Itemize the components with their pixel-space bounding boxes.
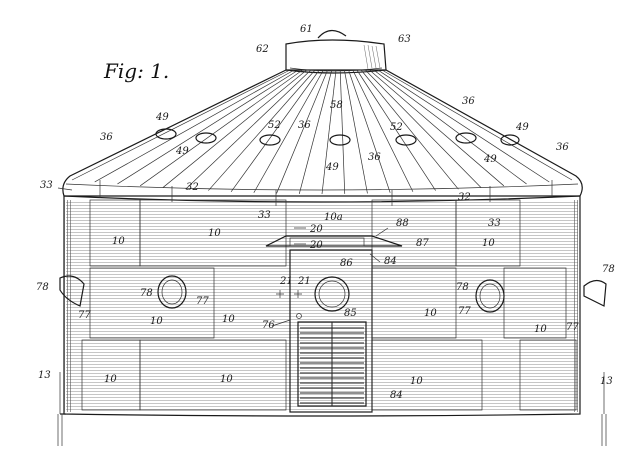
reference-numerals: 61 62 63 58 36 36 36 36 36 49 49 49 49 4… xyxy=(36,24,615,401)
roof-rib xyxy=(356,69,436,191)
roof-rib xyxy=(321,69,337,195)
door-assembly xyxy=(265,235,403,413)
roof-rib xyxy=(339,69,346,194)
label-36-a: 36 xyxy=(100,132,113,143)
label-84-a: 84 xyxy=(384,256,397,267)
label-87: 87 xyxy=(416,238,429,249)
wall-portholes xyxy=(59,275,607,313)
label-77-b: 77 xyxy=(196,296,209,307)
roof-rib xyxy=(352,69,414,192)
roof-rib xyxy=(230,69,320,192)
side-vent-left xyxy=(59,275,85,307)
label-10-h: 10 xyxy=(104,374,117,385)
roof-rib xyxy=(298,69,333,194)
label-10-a: 10 xyxy=(112,236,125,247)
roof-rib xyxy=(208,69,316,191)
label-33-a: 33 xyxy=(40,180,53,191)
label-85: 85 xyxy=(344,308,357,319)
roof-rib xyxy=(94,69,295,183)
label-21-a: 21 xyxy=(279,276,293,287)
label-21-b: 21 xyxy=(297,276,311,287)
label-49-e: 49 xyxy=(515,122,529,133)
label-52-b: 52 xyxy=(390,122,403,133)
label-33-c: 33 xyxy=(488,218,501,229)
label-36-d: 36 xyxy=(462,96,475,107)
label-49-b: 49 xyxy=(175,146,189,157)
label-77-d: 77 xyxy=(566,322,579,333)
label-78-b: 78 xyxy=(140,288,153,299)
label-13-a: 13 xyxy=(38,370,51,381)
wall xyxy=(57,196,607,446)
roof-rib xyxy=(71,69,291,181)
label-10a: 10a xyxy=(324,212,343,223)
roof-vent-3 xyxy=(259,134,281,146)
conical-roof xyxy=(62,69,583,206)
label-10-f: 10 xyxy=(424,308,437,319)
label-88: 88 xyxy=(396,218,409,229)
label-20-a: 20 xyxy=(309,224,323,235)
label-78-a: 78 xyxy=(36,282,49,293)
leader-arrows xyxy=(57,187,389,327)
label-10-j: 10 xyxy=(410,376,423,387)
door-knob xyxy=(296,313,302,319)
roof-rib xyxy=(276,69,328,194)
label-10-i: 10 xyxy=(220,374,233,385)
label-77-a: 77 xyxy=(78,310,91,321)
label-62: 62 xyxy=(256,44,269,55)
roof-rib xyxy=(369,69,505,187)
roof-rib xyxy=(162,69,307,188)
label-76: 76 xyxy=(262,320,275,331)
label-36-c: 36 xyxy=(368,152,381,163)
label-13-b: 13 xyxy=(600,376,613,387)
label-63: 63 xyxy=(398,34,411,45)
roof-rib xyxy=(360,69,459,190)
roof-vent-4 xyxy=(329,134,351,146)
roof-rib xyxy=(139,69,303,187)
figure-title: Fig: 1. xyxy=(103,59,169,83)
label-10-d: 10 xyxy=(150,316,163,327)
roof-vent-7 xyxy=(500,134,520,146)
label-52-a: 52 xyxy=(268,120,281,131)
label-86: 86 xyxy=(340,258,353,269)
label-10-e: 10 xyxy=(222,314,235,325)
side-vent-right xyxy=(583,279,607,307)
roof-rib xyxy=(185,69,312,190)
roof-rib xyxy=(365,69,482,188)
label-32-a: 32 xyxy=(186,182,199,193)
label-36-e: 36 xyxy=(556,142,569,153)
label-10-b: 10 xyxy=(208,228,221,239)
roof-rib xyxy=(381,69,573,181)
porthole-left xyxy=(157,275,187,309)
label-58: 58 xyxy=(330,100,343,111)
label-20-b: 20 xyxy=(309,240,323,251)
roof-rib xyxy=(377,69,550,183)
roof-vent-2 xyxy=(195,132,217,144)
porthole-right xyxy=(475,279,505,313)
roof-rib xyxy=(344,69,368,194)
label-33-b: 33 xyxy=(258,210,271,221)
roof-rib xyxy=(117,69,299,185)
roof-vent-5 xyxy=(395,134,417,146)
label-36-b: 36 xyxy=(298,120,311,131)
label-49-c: 49 xyxy=(325,162,339,173)
label-84-b: 84 xyxy=(390,390,403,401)
label-61: 61 xyxy=(300,24,313,35)
roof-vent-6 xyxy=(455,132,477,144)
label-10-g: 10 xyxy=(534,324,547,335)
label-77-c: 77 xyxy=(458,306,471,317)
roof-rib xyxy=(253,69,324,193)
label-10-c: 10 xyxy=(482,238,495,249)
roof-vent-1 xyxy=(155,128,177,140)
label-49-d: 49 xyxy=(483,154,497,165)
door-porthole xyxy=(314,276,350,312)
label-78-d: 78 xyxy=(602,264,615,275)
label-49-a: 49 xyxy=(155,112,169,123)
label-78-c: 78 xyxy=(456,282,469,293)
label-32-b: 32 xyxy=(458,192,471,203)
roof-rib xyxy=(348,69,391,193)
roof-cap xyxy=(285,29,387,74)
roof-rib xyxy=(373,69,527,185)
